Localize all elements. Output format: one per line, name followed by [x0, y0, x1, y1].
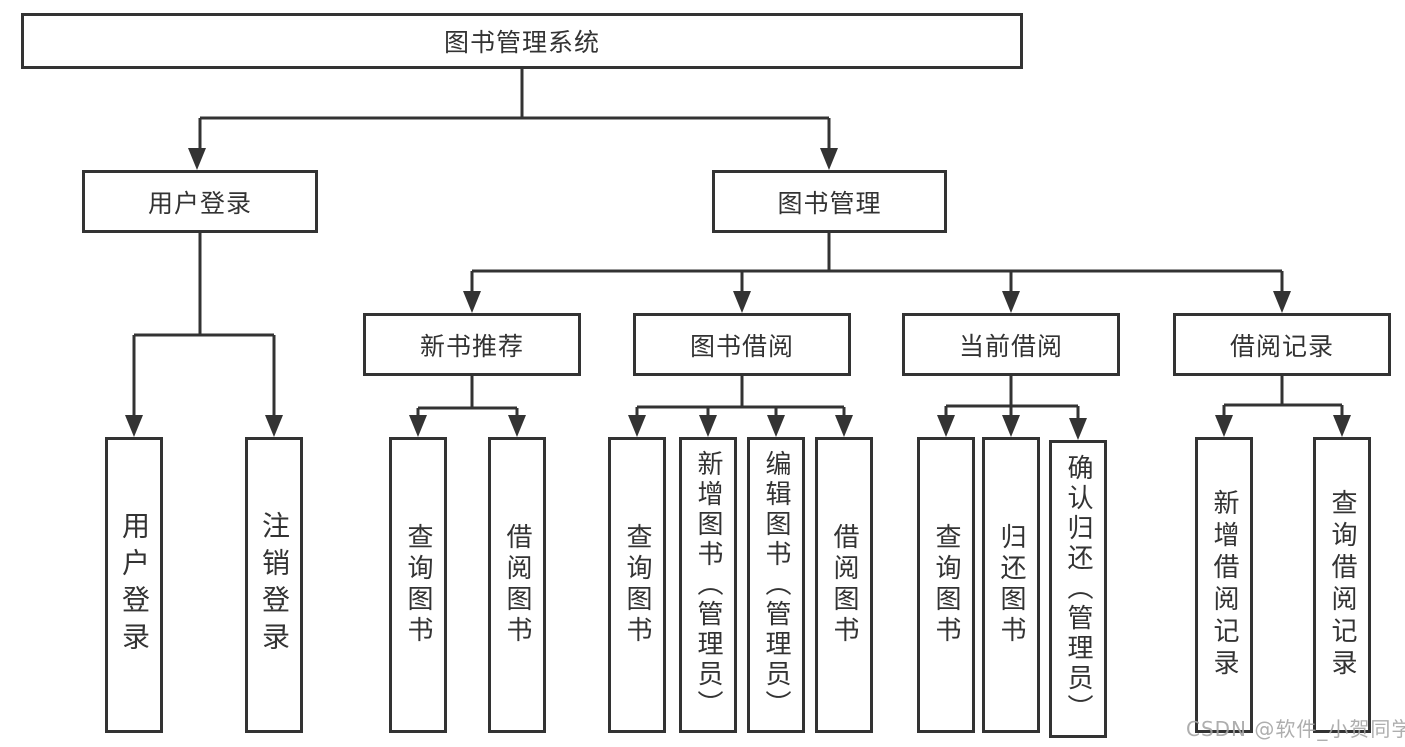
leaf-query-books-3: 查询图书: [917, 437, 975, 733]
node-user-login: 用户登录: [82, 170, 318, 233]
leaf-borrow-books-1: 借阅图书: [488, 437, 546, 733]
leaf-label: 新增借阅记录: [1209, 489, 1239, 681]
leaf-label: 编辑图书（管理员）: [761, 450, 791, 720]
leaf-query-borrow-record: 查询借阅记录: [1313, 437, 1371, 733]
leaf-label: 注销登录: [258, 511, 291, 659]
leaf-add-book-admin: 新增图书（管理员）: [679, 437, 737, 733]
connector-paths: [132, 69, 1344, 421]
leaf-add-borrow-record: 新增借阅记录: [1195, 437, 1253, 733]
leaf-label: 借阅图书: [502, 523, 532, 647]
node-borrow-records: 借阅记录: [1173, 313, 1391, 376]
leaf-label: 借阅图书: [829, 523, 859, 647]
leaf-logout: 注销登录: [245, 437, 303, 733]
node-book-management: 图书管理: [712, 170, 947, 233]
arrowheads: [125, 148, 1351, 440]
leaf-label: 确认归还（管理员）: [1063, 454, 1093, 724]
leaf-query-books-2: 查询图书: [608, 437, 666, 733]
leaf-label: 查询借阅记录: [1327, 489, 1357, 681]
csdn-watermark: CSDN @软件_小贺同学: [1186, 717, 1405, 741]
leaf-label: 查询图书: [403, 523, 433, 647]
leaf-query-books-1: 查询图书: [389, 437, 447, 733]
leaf-borrow-books-2: 借阅图书: [815, 437, 873, 733]
leaf-label: 查询图书: [622, 523, 652, 647]
leaf-label: 用户登录: [118, 511, 151, 659]
leaf-user-login: 用户登录: [105, 437, 163, 733]
leaf-label: 查询图书: [931, 523, 961, 647]
leaf-label: 新增图书（管理员）: [693, 450, 723, 720]
leaf-label: 归还图书: [996, 523, 1026, 647]
node-book-borrowing: 图书借阅: [633, 313, 851, 376]
node-library-system: 图书管理系统: [21, 13, 1023, 69]
leaf-edit-book-admin: 编辑图书（管理员）: [747, 437, 805, 733]
node-new-book-recommend: 新书推荐: [363, 313, 581, 376]
node-current-borrowing: 当前借阅: [902, 313, 1120, 376]
leaf-confirm-return-admin: 确认归还（管理员）: [1049, 440, 1107, 738]
leaf-return-book: 归还图书: [982, 437, 1040, 733]
